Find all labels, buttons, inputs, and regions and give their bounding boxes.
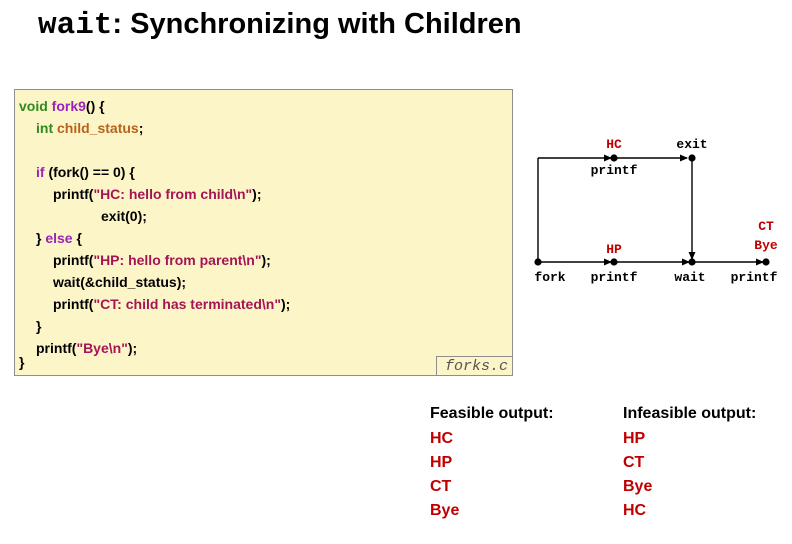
code-line-10: } — [36, 318, 42, 334]
feasible-line: HC — [430, 430, 454, 447]
file-name-label: forks.c — [435, 356, 513, 376]
code-line-1: void fork9() { — [19, 98, 105, 114]
code-line-3: if (fork() == 0) { — [36, 164, 135, 180]
label-hc: HC — [606, 137, 622, 152]
code-line-2: int child_status; — [36, 120, 144, 136]
code-line-9: printf("CT: child has terminated\n"); — [53, 296, 291, 312]
slide-title: wait: Synchronizing with Children — [38, 8, 522, 43]
feasible-heading: Feasible output: — [430, 405, 554, 422]
infeasible-line: HP — [623, 430, 646, 447]
code-line-6: } else { — [36, 230, 82, 246]
label-exit: exit — [676, 137, 707, 152]
label-bye: Bye — [754, 238, 778, 253]
node-printf-final — [762, 258, 770, 266]
node-wait — [688, 258, 696, 266]
code-listing: void fork9() { int child_status; if (for… — [14, 89, 513, 376]
feasible-line: CT — [430, 478, 452, 495]
node-exit — [688, 154, 696, 162]
label-ct: CT — [758, 219, 774, 234]
infeasible-line: Bye — [623, 478, 653, 495]
label-wait: wait — [674, 270, 705, 285]
code-line-12: } — [19, 354, 25, 370]
infeasible-line: CT — [623, 454, 645, 471]
label-printf-final: printf — [731, 270, 778, 285]
code-line-7: printf("HP: hello from parent\n"); — [53, 252, 271, 268]
infeasible-line: HC — [623, 502, 647, 519]
title-text: : Synchronizing with Children — [112, 8, 522, 40]
label-hp: HP — [606, 242, 622, 257]
feasible-line: Bye — [430, 502, 460, 519]
code-line-8: wait(&child_status); — [53, 274, 187, 290]
label-fork: fork — [534, 270, 565, 285]
label-printf-child: printf — [591, 163, 638, 178]
node-fork — [534, 258, 542, 266]
title-code-word: wait — [38, 8, 113, 43]
feasible-line: HP — [430, 454, 453, 471]
infeasible-output: Infeasible output: HP CT Bye HC — [623, 402, 756, 523]
feasible-output: Feasible output: HC HP CT Bye — [430, 402, 554, 523]
code-line-4: printf("HC: hello from child\n"); — [53, 186, 262, 202]
code-line-5: exit(0); — [101, 208, 147, 224]
process-graph: HC exit printf CT Bye HP fork printf wai… — [534, 137, 778, 285]
infeasible-heading: Infeasible output: — [623, 405, 757, 422]
node-printf-parent — [610, 258, 618, 266]
node-printf-child — [610, 154, 618, 162]
code-line-11: printf("Bye\n"); — [36, 340, 138, 356]
label-printf-parent: printf — [591, 270, 638, 285]
